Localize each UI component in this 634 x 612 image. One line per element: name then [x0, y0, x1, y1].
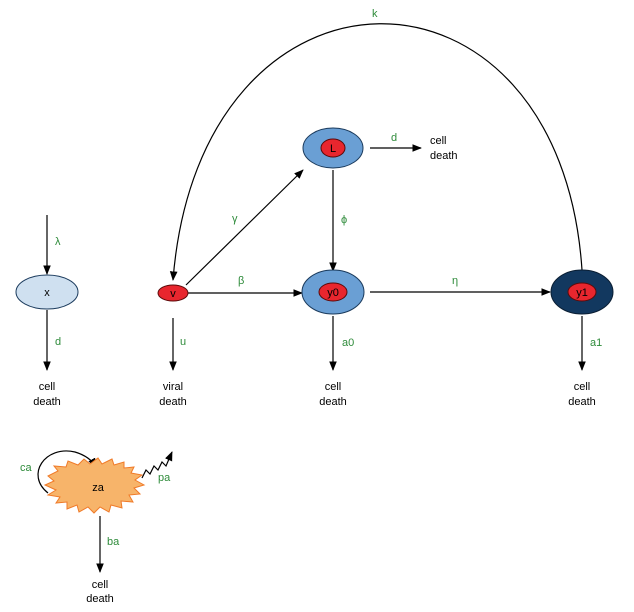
outcome-line2: death [159, 396, 187, 408]
param-ba: ba [107, 536, 120, 548]
node-za-label: za [92, 482, 105, 494]
outcome-line2: death [568, 396, 596, 408]
param-lambda: λ [55, 236, 61, 248]
edge-ca [37, 450, 97, 494]
node-v: v [157, 284, 189, 302]
outcome-y0-cell-death: cell death [319, 381, 347, 408]
param-pa: pa [158, 472, 171, 484]
outcome-za-cell-death: cell death [86, 579, 114, 605]
outcome-line1: cell [325, 381, 342, 393]
param-d-x: d [55, 336, 61, 348]
node-y1-label: y1 [576, 287, 588, 299]
outcome-x-cell-death: cell death [33, 381, 61, 408]
param-ca: ca [20, 462, 33, 474]
node-x-label: x [44, 287, 50, 299]
param-u: u [180, 336, 186, 348]
outcome-line2: death [430, 150, 458, 162]
edge-k [169, 23, 583, 281]
node-y0-label: y0 [327, 287, 339, 299]
node-y1: y1 [550, 269, 614, 315]
param-d-L: d [391, 132, 397, 144]
param-k: k [372, 8, 378, 20]
param-a0: a0 [342, 337, 354, 349]
param-beta: β [238, 275, 244, 287]
node-y0: y0 [301, 269, 365, 315]
outcome-L-cell-death: cell death [430, 135, 458, 162]
param-eta: η [452, 275, 458, 287]
outcome-line1: cell [574, 381, 591, 393]
param-phi: ϕ [341, 214, 347, 226]
edge-gamma [185, 169, 304, 286]
node-za: za [43, 457, 146, 514]
outcome-v-viral-death: viral death [159, 381, 187, 408]
outcome-line1: cell [39, 381, 56, 393]
outcome-line1: cell [430, 135, 447, 147]
node-x: x [15, 274, 79, 310]
outcome-line1: viral [163, 381, 183, 393]
outcome-line2: death [33, 396, 61, 408]
node-L: L [302, 127, 364, 169]
node-L-label: L [330, 143, 336, 155]
outcome-y1-cell-death: cell death [568, 381, 596, 408]
outcome-line1: cell [92, 579, 109, 591]
param-gamma: γ [232, 213, 238, 225]
outcome-line2: death [86, 593, 114, 605]
node-v-label: v [170, 288, 176, 300]
outcome-line2: death [319, 396, 347, 408]
edge-pa [141, 451, 173, 479]
param-a1: a1 [590, 337, 602, 349]
